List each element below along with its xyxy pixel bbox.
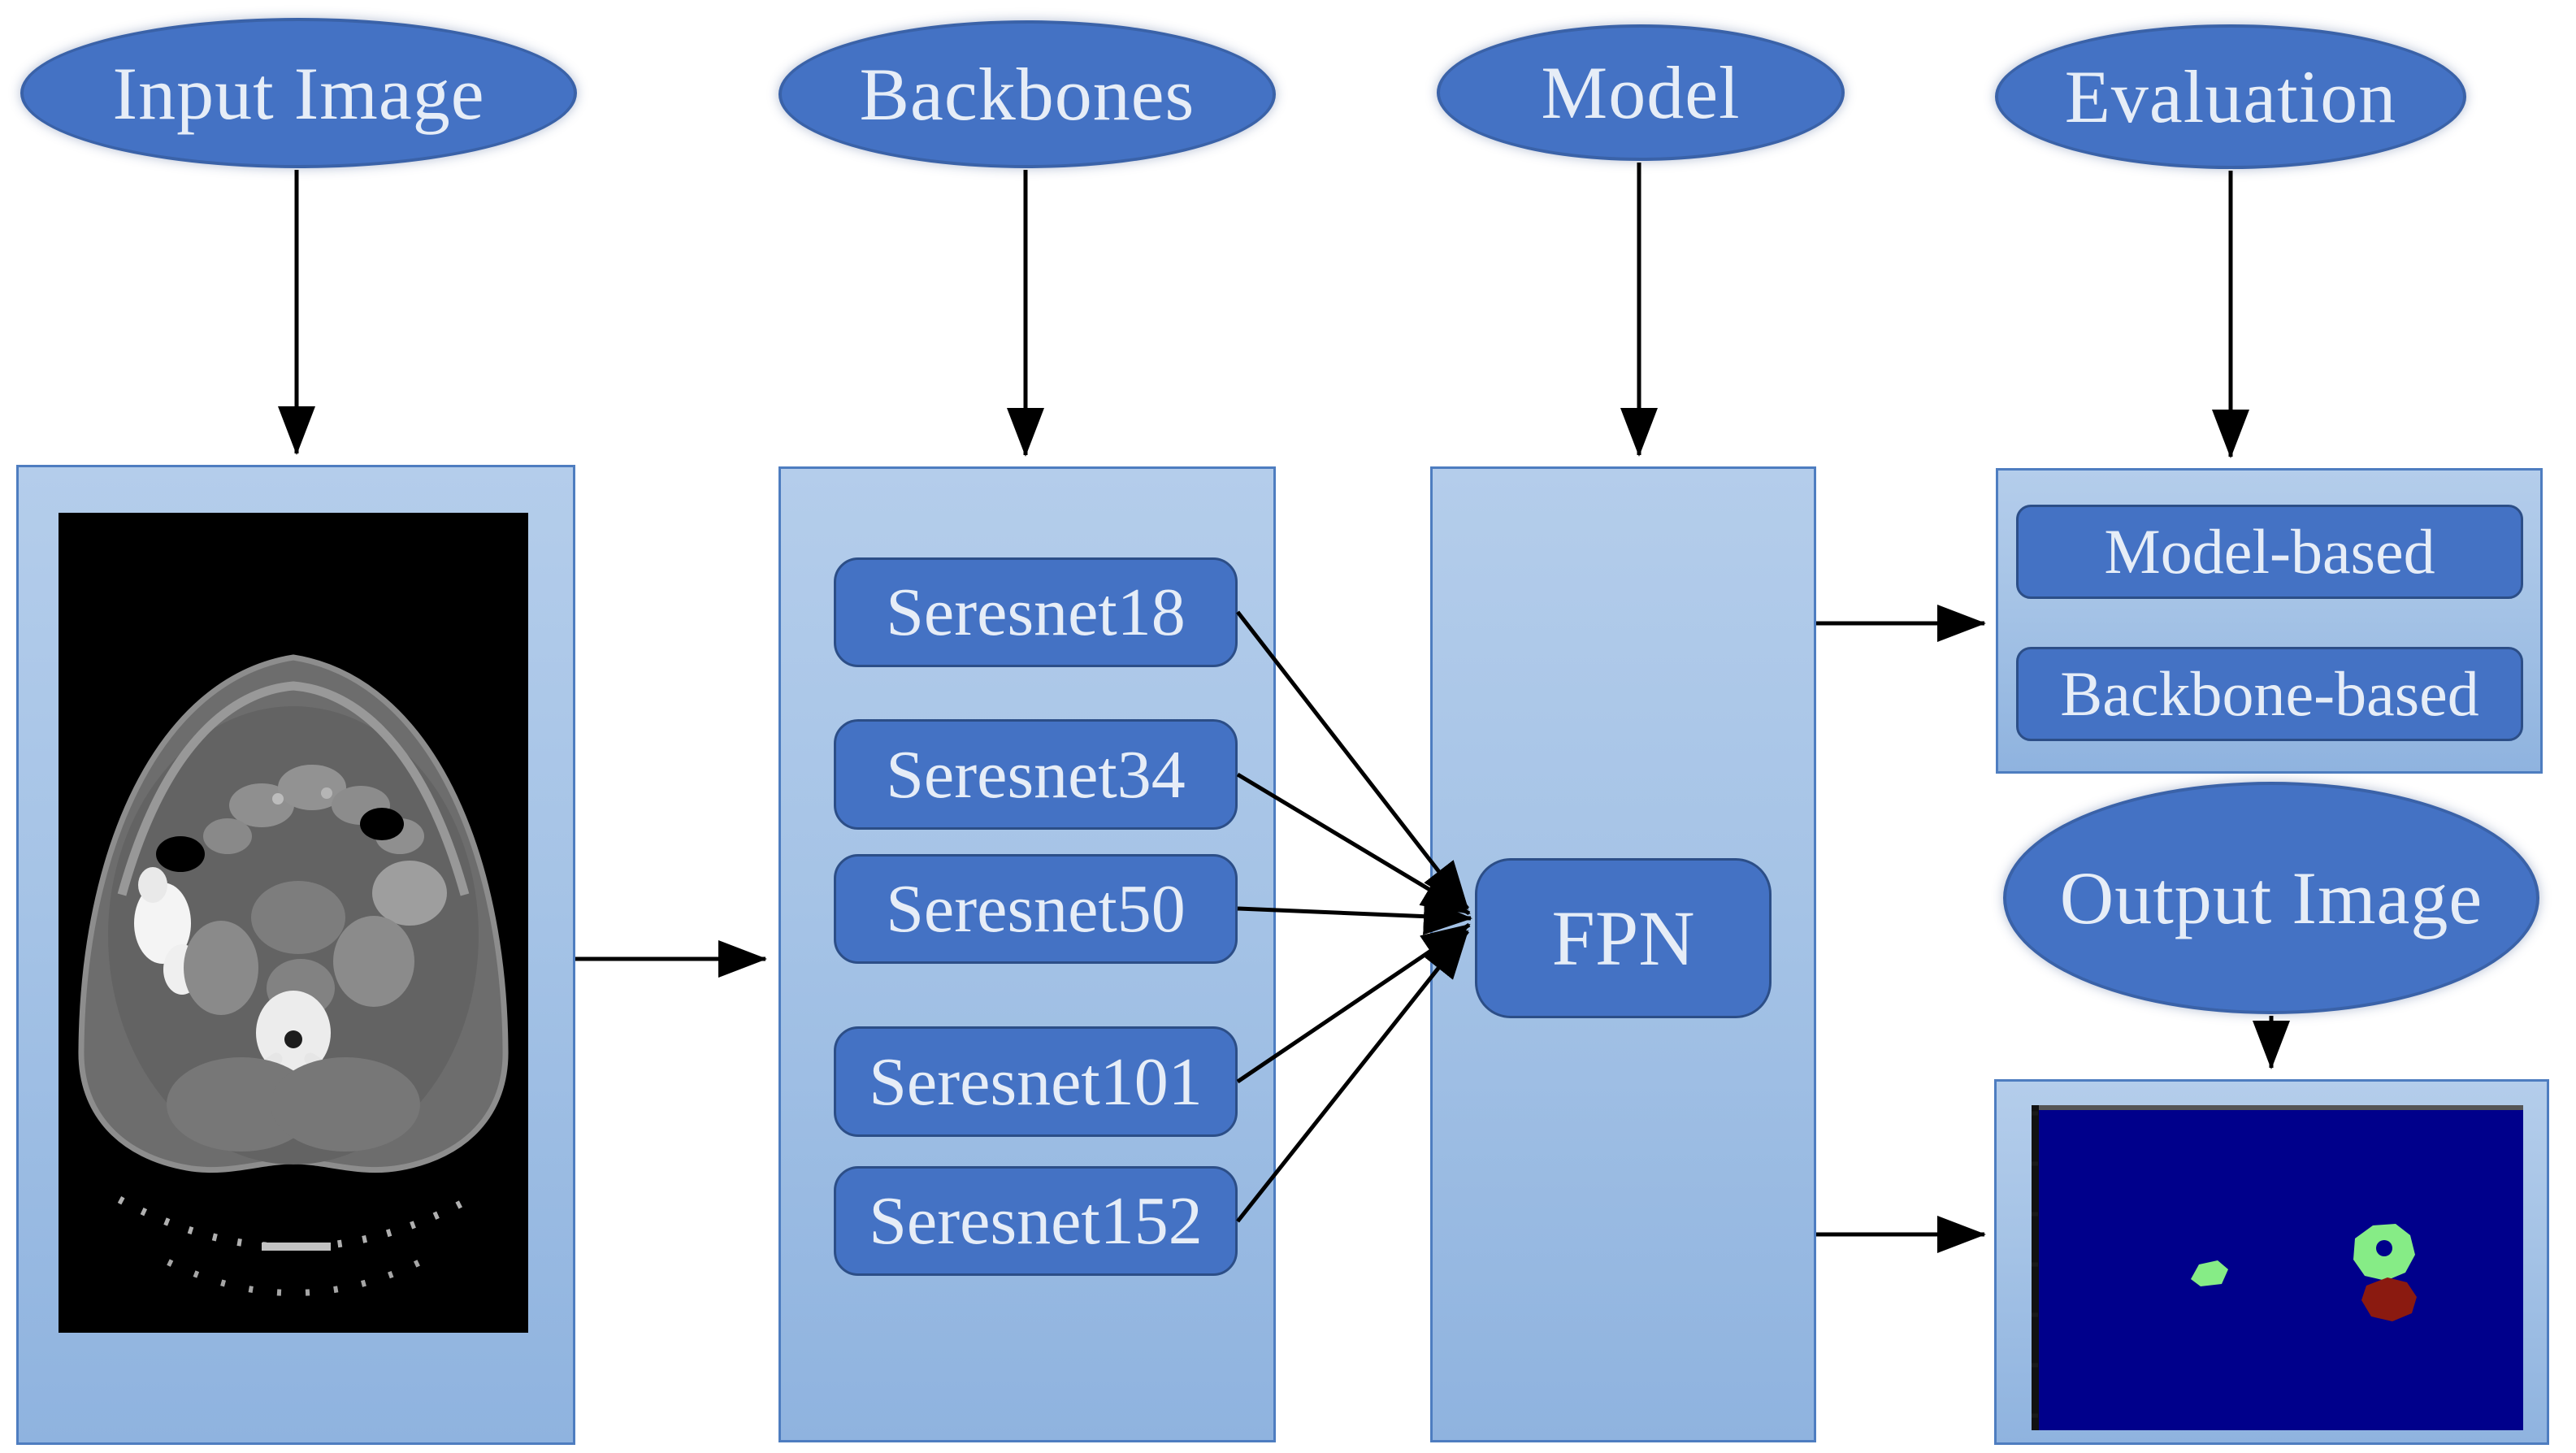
- evaluation-model-based-box: Model-based: [2016, 505, 2523, 599]
- node-backbones: Backbones: [778, 20, 1276, 168]
- backbone-seresnet34: Seresnet34: [834, 719, 1238, 830]
- backbone-seresnet50: Seresnet50: [834, 854, 1238, 964]
- model-fpn-label: FPN: [1551, 895, 1695, 982]
- node-input-image: Input Image: [20, 18, 577, 168]
- evaluation-backbone-based-box: Backbone-based: [2016, 647, 2523, 741]
- backbone-seresnet18-label: Seresnet18: [886, 575, 1186, 650]
- ct-contrast-blob: [134, 883, 191, 964]
- backbone-seresnet34-label: Seresnet34: [886, 736, 1186, 813]
- mask-small-green-lesion: [2191, 1260, 2228, 1286]
- model-fpn-box: FPN: [1475, 858, 1772, 1018]
- node-output-image-label: Output Image: [2059, 857, 2483, 939]
- backbone-seresnet152: Seresnet152: [834, 1166, 1238, 1276]
- node-model: Model: [1437, 24, 1845, 161]
- backbone-seresnet101: Seresnet101: [834, 1026, 1238, 1137]
- node-input-image-label: Input Image: [112, 51, 485, 135]
- node-model-label: Model: [1541, 51, 1741, 134]
- evaluation-model-based-label: Model-based: [2104, 516, 2435, 587]
- mask-red-lesion: [2361, 1277, 2417, 1321]
- node-output-image: Output Image: [2003, 782, 2539, 1014]
- backbone-seresnet50-label: Seresnet50: [886, 871, 1186, 947]
- backbone-seresnet18: Seresnet18: [834, 557, 1238, 667]
- ct-scan-image: [59, 513, 528, 1333]
- segmentation-output-image: [2032, 1105, 2523, 1430]
- node-evaluation: Evaluation: [1995, 24, 2466, 169]
- ct-scan-drawing: [59, 513, 528, 1333]
- backbone-seresnet101-label: Seresnet101: [869, 1043, 1203, 1120]
- evaluation-backbone-based-label: Backbone-based: [2060, 658, 2479, 729]
- segmentation-drawing: [2032, 1105, 2523, 1430]
- axis-ticks: [2032, 1111, 2038, 1418]
- backbone-seresnet152-label: Seresnet152: [869, 1183, 1203, 1259]
- node-evaluation-label: Evaluation: [2064, 55, 2397, 138]
- node-backbones-label: Backbones: [859, 53, 1195, 136]
